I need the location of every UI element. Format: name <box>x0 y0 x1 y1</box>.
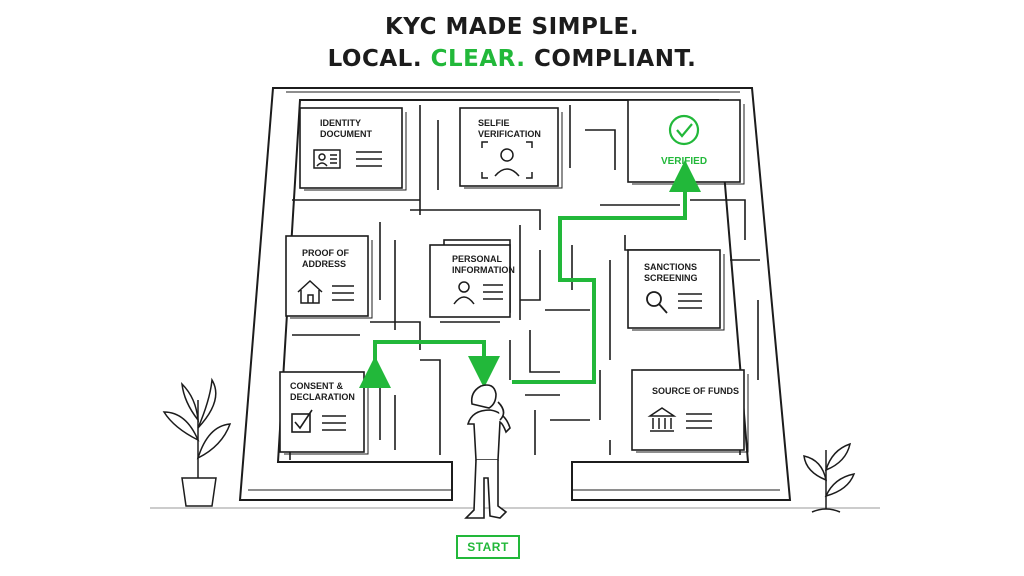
sanctions-label-2: SCREENING <box>644 273 698 283</box>
headline-compliant: COMPLIANT. <box>534 46 697 72</box>
bank-icon <box>647 407 677 432</box>
success-path-main <box>512 160 701 384</box>
personal-label-1: PERSONAL <box>452 254 503 264</box>
sanctions-label-1: SANCTIONS <box>644 262 697 272</box>
identity-label-1: IDENTITY <box>320 118 361 128</box>
headline-local: LOCAL. <box>327 46 423 72</box>
step-selfie-verification: SELFIE VERIFICATION <box>459 107 563 189</box>
step-proof-of-address: PROOF OF ADDRESS <box>285 235 373 319</box>
step-source-of-funds: SOURCE OF FUNDS <box>631 369 749 453</box>
checkbox-icon <box>291 409 313 433</box>
potted-plant-icon <box>162 377 232 507</box>
id-card-icon <box>313 149 341 169</box>
step-sanctions-screening: SANCTIONS SCREENING <box>627 249 725 331</box>
step-personal-information: PERSONAL INFORMATION <box>429 239 515 318</box>
success-path <box>359 340 500 388</box>
start-button[interactable]: START <box>456 535 520 559</box>
step-identity-document: IDENTITY DOCUMENT <box>299 107 407 191</box>
sprout-icon <box>803 442 856 513</box>
address-text-lines <box>332 285 354 301</box>
person-figure <box>464 384 511 519</box>
person-icon <box>453 281 475 305</box>
magnifier-icon <box>646 291 668 314</box>
verified-label: VERIFIED <box>661 156 707 167</box>
check-circle-icon <box>668 114 700 146</box>
consent-label-1: CONSENT & <box>290 381 344 391</box>
address-label-2: ADDRESS <box>302 259 346 269</box>
personal-label-2: INFORMATION <box>452 265 515 275</box>
identity-label-2: DOCUMENT <box>320 129 372 139</box>
consent-text-lines <box>322 415 346 431</box>
step-verified: VERIFIED <box>627 99 745 185</box>
headline-clear: CLEAR. <box>430 46 526 72</box>
headline-line-2: LOCAL. CLEAR. COMPLIANT. <box>0 46 1024 72</box>
sanctions-text-lines <box>678 293 702 309</box>
personal-text-lines <box>483 284 503 300</box>
step-consent-declaration: CONSENT & DECLARATION <box>279 371 369 455</box>
selfie-label-2: VERIFICATION <box>478 129 541 139</box>
consent-label-2: DECLARATION <box>290 392 355 402</box>
maze-inner-walls <box>289 105 760 460</box>
identity-text-lines <box>356 151 382 167</box>
house-icon <box>297 279 323 304</box>
funds-label: SOURCE OF FUNDS <box>652 386 739 396</box>
face-frame-icon <box>481 141 533 179</box>
address-label-1: PROOF OF <box>302 248 350 258</box>
selfie-label-1: SELFIE <box>478 118 510 128</box>
headline-line-1: KYC MADE SIMPLE. <box>384 14 639 40</box>
funds-text-lines <box>686 413 712 429</box>
